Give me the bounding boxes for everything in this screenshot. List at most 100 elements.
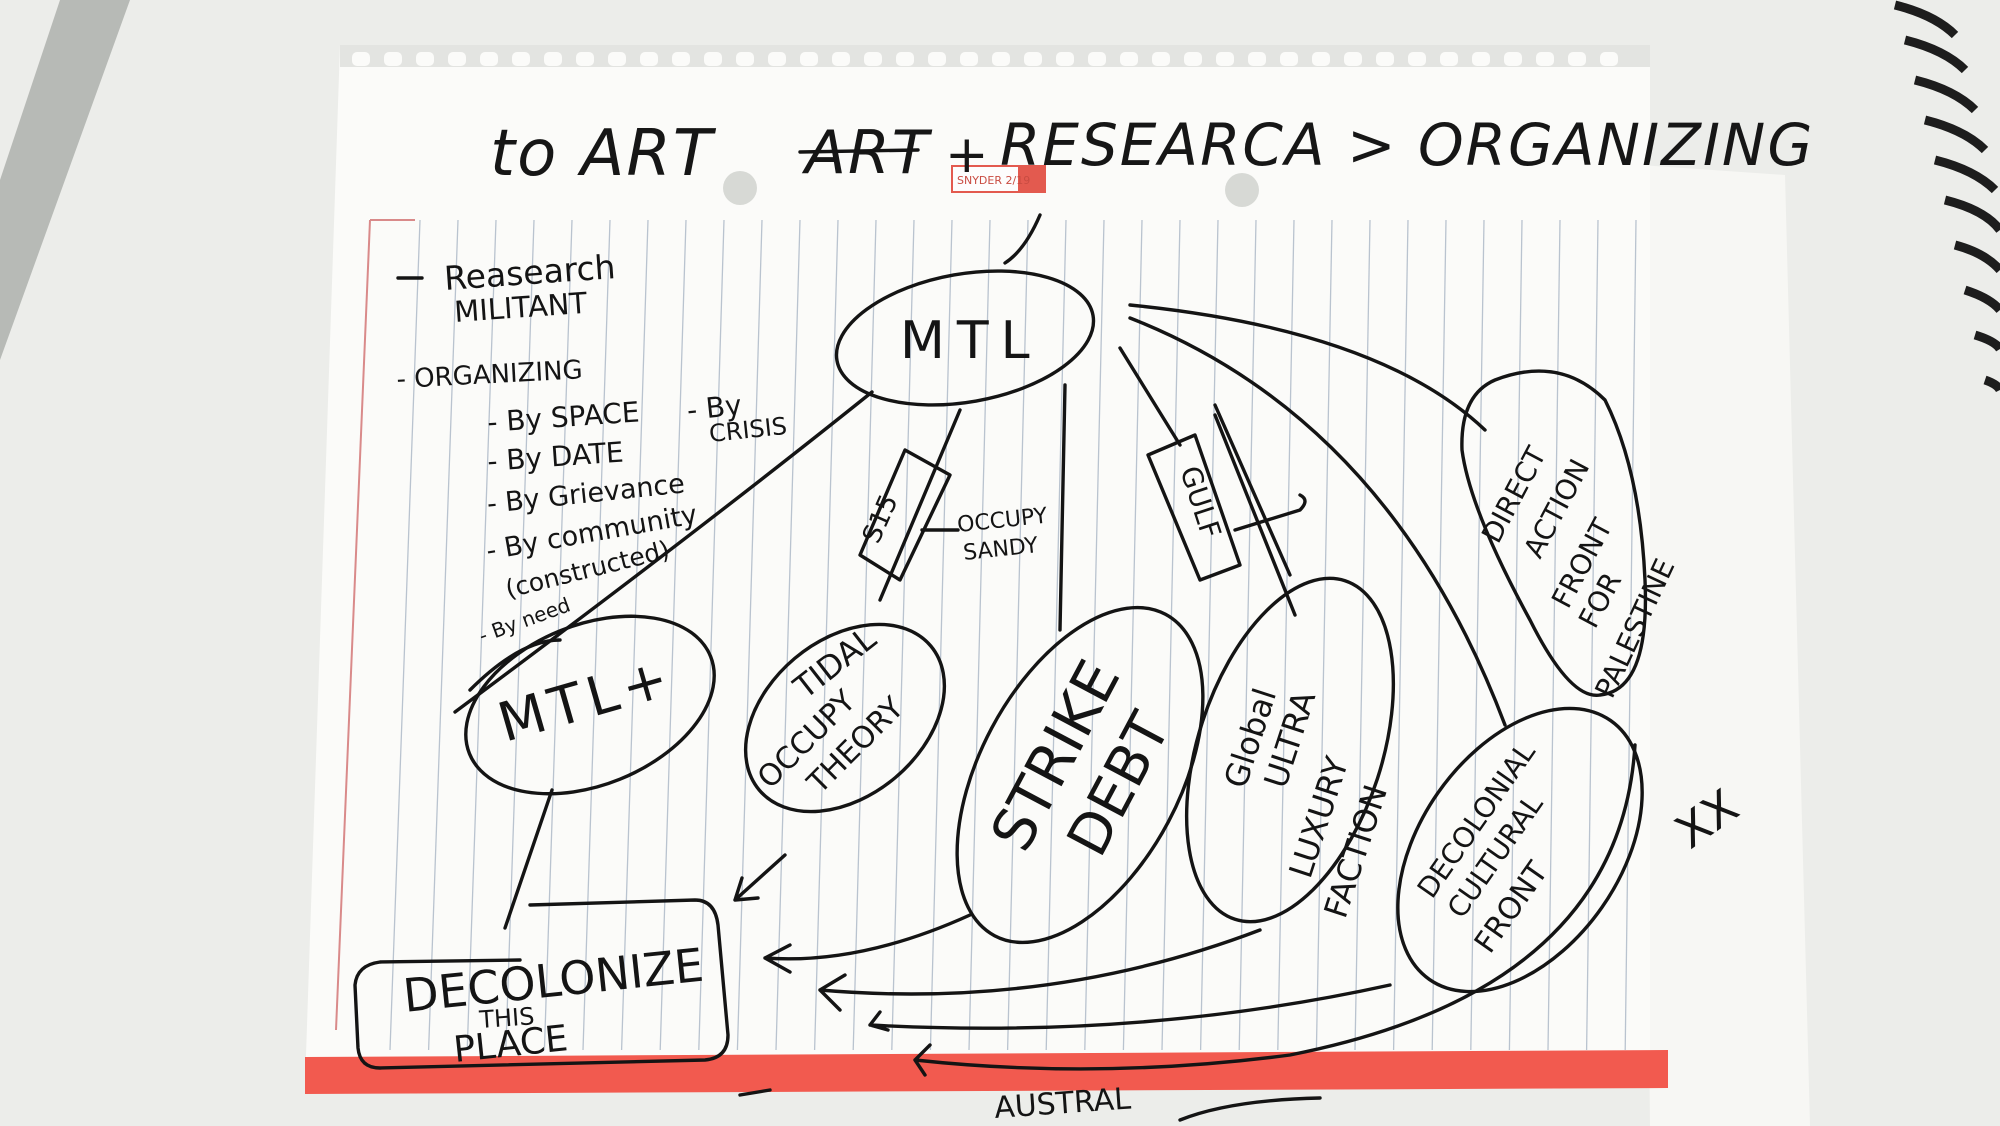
spiral-binding — [1893, 0, 2000, 393]
node-decolonize-line2: THIS — [477, 1002, 535, 1034]
perforation-hole — [1472, 52, 1490, 66]
connector-mtl-to-strike — [1058, 383, 1067, 632]
rule-line — [1508, 219, 1523, 1051]
badge-label: SNYDER 2/19 — [957, 174, 1030, 187]
perforation-hole — [1408, 52, 1426, 66]
rule-line — [852, 219, 877, 1051]
rule-line — [1006, 219, 1029, 1051]
perforation-hole — [896, 52, 914, 66]
rule-line — [1161, 219, 1181, 1051]
rule-line — [620, 219, 649, 1051]
gulf-outline — [1146, 433, 1242, 582]
binder-hole-left — [723, 171, 757, 205]
margin-line — [335, 219, 371, 1031]
rule-line — [891, 219, 915, 1051]
arrows-to-decolonize — [733, 743, 1637, 1077]
binder-hole-right — [1225, 173, 1259, 207]
rule-line — [1624, 219, 1637, 1051]
perforation-hole — [1248, 52, 1266, 66]
perforation-hole — [512, 52, 530, 66]
mtlplus-leader — [468, 638, 562, 692]
connector-mtl-to-decol-front — [1128, 316, 1507, 727]
arrow-tidal — [733, 853, 787, 902]
mtl-connectors — [453, 303, 1507, 727]
bottom-stroke — [738, 1088, 1322, 1122]
connector-mtl-to-direct — [1128, 303, 1487, 432]
perforation-hole — [1024, 52, 1042, 66]
connector-mtl-to-gulf-b — [1213, 413, 1297, 617]
node-tidal-ellipse — [743, 622, 947, 814]
paper-sheet — [305, 45, 1650, 1085]
header-research-organizing: RESEARCA > ORGANIZING — [1000, 111, 1814, 179]
rule-line — [1084, 219, 1105, 1051]
rule-line — [1547, 219, 1561, 1051]
rule-line — [427, 219, 459, 1051]
perforation-hole — [672, 52, 690, 66]
perforation-hole — [800, 52, 818, 66]
perforation-hole — [1312, 52, 1330, 66]
connector-mtl-to-mtlplus — [453, 390, 874, 714]
connector-mtl-to-tidal — [878, 408, 962, 602]
perforation-hole — [928, 52, 946, 66]
perforation-hole — [1600, 52, 1618, 66]
rule-line — [389, 219, 421, 1051]
perforation-hole — [832, 52, 850, 66]
arrow-decol-front — [868, 983, 1392, 1032]
rule-line — [1585, 219, 1599, 1051]
connector-mtl-to-gulf-a — [1118, 346, 1182, 447]
perforation-hole — [1376, 52, 1394, 66]
node-strike-ellipse — [955, 605, 1205, 945]
gulf-pointer — [1233, 493, 1307, 532]
underlying-paper — [1640, 165, 1810, 1126]
perforation-hole — [1056, 52, 1074, 66]
rule-line — [1122, 219, 1143, 1051]
perforation-hole — [352, 52, 370, 66]
arrow-direct — [913, 743, 1637, 1077]
table-shadow-strip — [0, 0, 130, 360]
perforation-hole — [1568, 52, 1586, 66]
rule-line — [1431, 219, 1447, 1051]
perforation-hole — [480, 52, 498, 66]
rule-line — [1470, 219, 1485, 1051]
perforation-hole — [608, 52, 626, 66]
perforation-hole — [864, 52, 882, 66]
rule-line — [1277, 219, 1295, 1051]
perforation-hole — [1184, 52, 1202, 66]
perforation-hole — [1280, 52, 1298, 66]
rule-line — [1392, 219, 1409, 1051]
s15-outline — [858, 448, 952, 582]
node-decolonize-outline — [353, 898, 730, 1070]
note-by: - By — [685, 388, 743, 427]
perforation-hole — [1120, 52, 1138, 66]
rule-line — [698, 219, 725, 1051]
rule-line — [775, 219, 801, 1051]
perforation-hole — [1344, 52, 1362, 66]
perforation-hole — [736, 52, 754, 66]
arrow-strike — [763, 913, 972, 974]
perforation-hole — [576, 52, 594, 66]
rule-line — [1315, 219, 1333, 1051]
perforation-hole — [960, 52, 978, 66]
node-gulf-ellipse — [1184, 576, 1396, 924]
perforation-hole — [640, 52, 658, 66]
node-direct-outline — [1460, 369, 1648, 697]
header-plus: + — [945, 125, 991, 185]
perforation-hole — [384, 52, 402, 66]
rule-line — [1045, 219, 1067, 1051]
mtl-top-mark — [1003, 213, 1042, 265]
perforation-hole — [544, 52, 562, 66]
connector-mtlplus-to-decolonize — [503, 788, 554, 930]
strike-through — [798, 148, 920, 154]
perforation-holes — [352, 52, 1618, 66]
perforation-hole — [448, 52, 466, 66]
perforation-hole — [768, 52, 786, 66]
badge: SNYDER 2/19 — [951, 165, 1046, 193]
node-decol-front-ellipse — [1396, 706, 1644, 994]
node-mtl-label: MTL — [900, 311, 1042, 371]
perforation-hole — [704, 52, 722, 66]
rule-line — [659, 219, 687, 1051]
connector-gulf-parallel — [1213, 403, 1292, 577]
node-mtlplus-ellipse — [464, 614, 716, 796]
arrow-gulf — [818, 928, 1262, 1012]
